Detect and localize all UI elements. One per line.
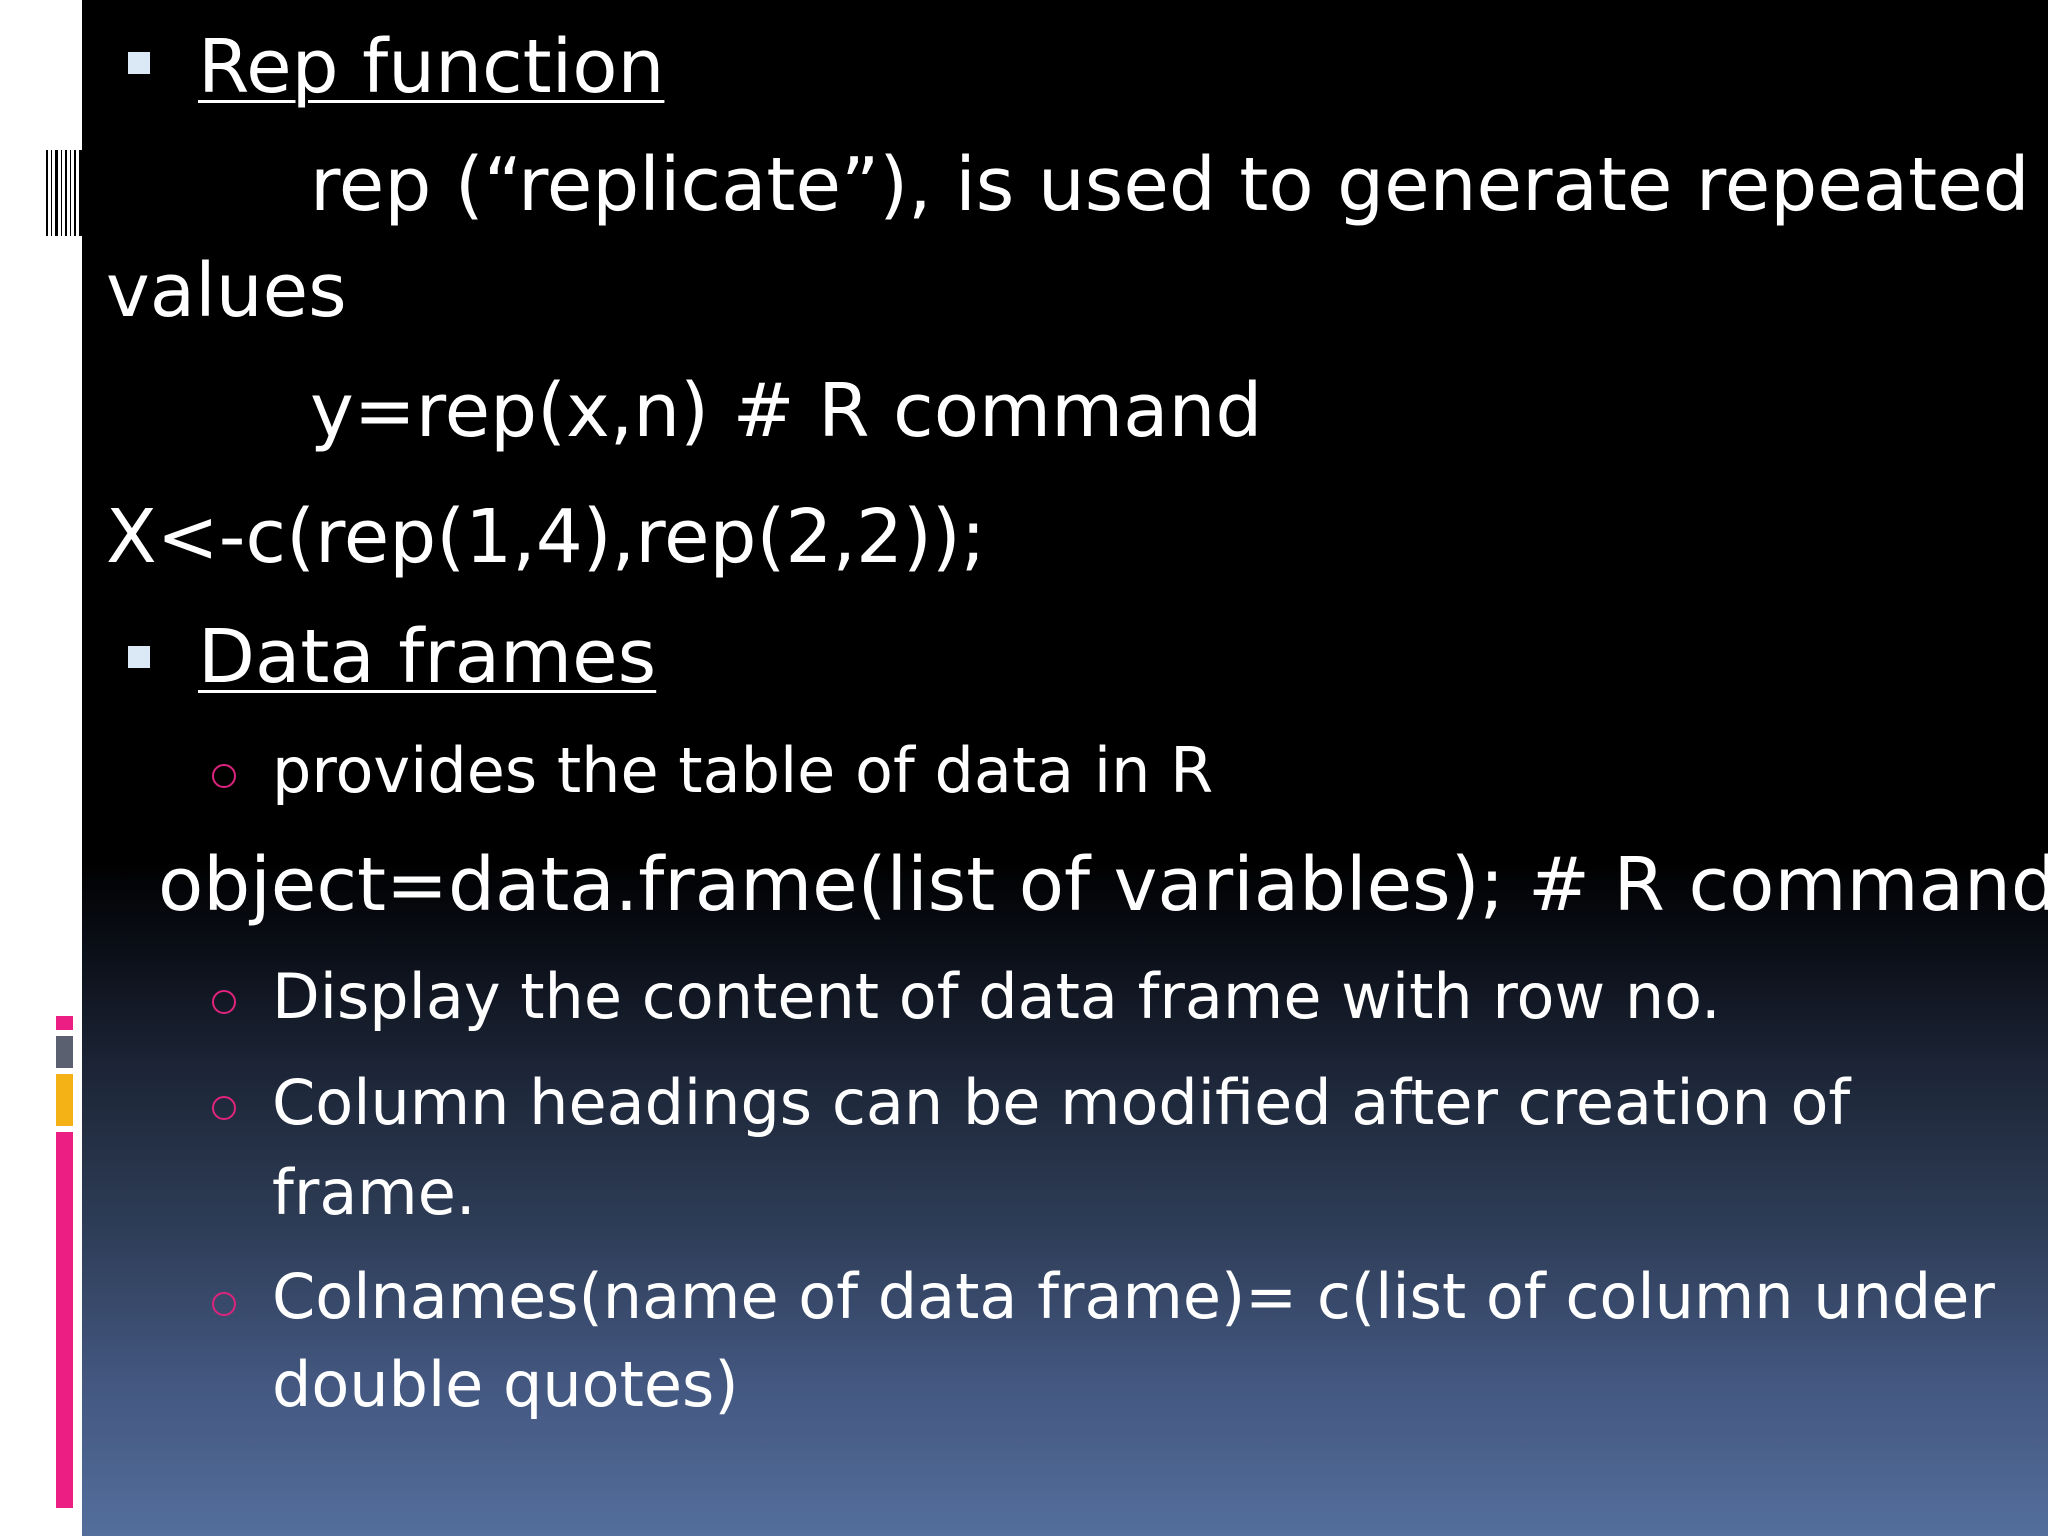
- barcode-decoration: [46, 150, 83, 236]
- circle-bullet-icon: [212, 764, 236, 788]
- data-frames-sub-item-3-line-2: frame.: [272, 1156, 476, 1229]
- circle-bullet-icon: [212, 1096, 236, 1120]
- circle-bullet-icon: [212, 1292, 236, 1316]
- left-decoration-strip: [0, 0, 83, 1536]
- data-frames-sub-item-2: Display the content of data frame with r…: [272, 960, 1721, 1033]
- accent-bar-pink-top: [56, 1016, 73, 1030]
- data-frames-sub-item-3-line-1: Column headings can be modified after cr…: [272, 1066, 1851, 1139]
- rep-description-line-1: rep (“replicate”), is used to generate r…: [310, 142, 2030, 228]
- slide-content: Rep function rep (“replicate”), is used …: [82, 0, 2048, 1536]
- accent-bar-gray: [56, 1036, 73, 1068]
- data-frames-sub-item-4-line-1: Colnames(name of data frame)= c(list of …: [272, 1260, 1995, 1333]
- data-frames-sub-item-1: provides the table of data in R: [272, 734, 1214, 807]
- accent-bar-pink: [56, 1132, 73, 1508]
- data-frame-r-command: object=data.frame(list of variables); # …: [158, 842, 2048, 928]
- rep-r-command: y=rep(x,n) # R command: [310, 368, 1263, 454]
- rep-function-heading: Rep function: [198, 24, 665, 110]
- accent-bar-gold: [56, 1074, 73, 1126]
- rep-example-code: X<-c(rep(1,4),rep(2,2));: [106, 494, 986, 580]
- square-bullet-icon: [128, 52, 150, 74]
- rep-description-line-2: values: [106, 248, 347, 334]
- circle-bullet-icon: [212, 990, 236, 1014]
- data-frames-sub-item-4-line-2: double quotes): [272, 1348, 739, 1421]
- data-frames-heading: Data frames: [198, 614, 657, 700]
- square-bullet-icon: [128, 646, 150, 668]
